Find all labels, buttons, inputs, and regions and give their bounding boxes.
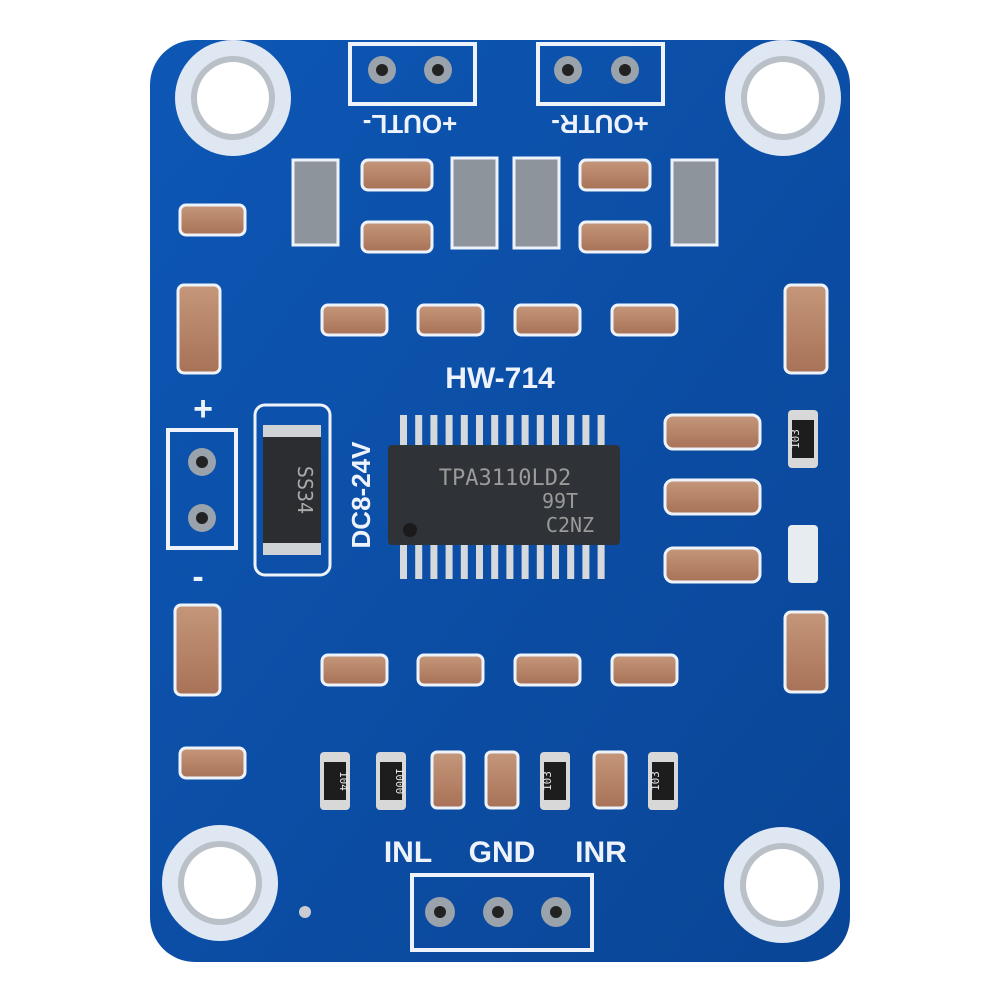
amplifier-ic: TPA3110LD2 99T C2NZ <box>388 415 620 579</box>
diode-ss34: SS34 <box>253 403 332 577</box>
ic-pin <box>567 415 575 447</box>
ic-pin <box>476 415 483 447</box>
ic-pin <box>415 543 423 579</box>
resistor-code: 104 <box>337 771 350 791</box>
power-minus-label: - <box>192 558 203 596</box>
filter-caps-top <box>291 156 719 250</box>
out-left-label: +OUTL- <box>363 109 458 139</box>
ic-pin <box>552 543 559 579</box>
ic-pin <box>521 415 529 447</box>
ic-lot-code: 99T <box>542 489 578 513</box>
model-label: HW-714 <box>445 362 555 395</box>
input-label-gnd: GND <box>469 836 536 869</box>
ic-pin <box>430 543 438 579</box>
ic-pin <box>460 415 468 447</box>
ic-pin <box>400 415 407 447</box>
ic-pin <box>552 415 559 447</box>
ic-pin <box>491 415 499 447</box>
capacitors <box>173 158 829 810</box>
ic-pin <box>597 543 605 579</box>
ic-pin <box>506 415 514 447</box>
voltage-label: DC8-24V <box>346 441 376 549</box>
ic-part-number: TPA3110LD2 <box>439 466 571 491</box>
ic-date-code: C2NZ <box>546 513 594 537</box>
input-label-inl: INL <box>384 836 432 869</box>
resistor-code: 103 <box>649 771 662 791</box>
ic-pin <box>430 415 438 447</box>
diode-marking: SS34 <box>293 466 317 514</box>
ic-pin <box>400 543 407 579</box>
mounting-holes <box>162 40 841 943</box>
ic-pin <box>521 543 529 579</box>
resistor-code: 1000 <box>393 768 406 795</box>
power-plus-label: + <box>193 390 213 428</box>
ic-pin <box>445 415 453 447</box>
input-label-inr: INR <box>575 836 627 869</box>
led <box>788 525 818 583</box>
output-right-header <box>536 42 665 106</box>
ic-pin <box>445 543 453 579</box>
ic-pin <box>582 415 590 447</box>
ic-pin <box>536 543 544 579</box>
ic-pin <box>582 543 590 579</box>
ic-pin <box>506 543 514 579</box>
resistor-code: 103 <box>541 771 554 791</box>
ic-pin <box>536 415 544 447</box>
input-header <box>410 873 594 952</box>
power-header <box>166 428 238 550</box>
ic-pin <box>597 415 605 447</box>
ic-pin <box>476 543 483 579</box>
ic-pin <box>567 543 575 579</box>
resistors: 104 1000 103 103 103 <box>320 410 818 810</box>
ic-pin <box>460 543 468 579</box>
ic-pin <box>491 543 499 579</box>
via <box>299 906 311 918</box>
ic-pin <box>415 415 423 447</box>
out-right-label: +OUTR- <box>551 109 649 139</box>
resistor-code: 103 <box>789 429 802 449</box>
output-left-header <box>348 42 477 106</box>
